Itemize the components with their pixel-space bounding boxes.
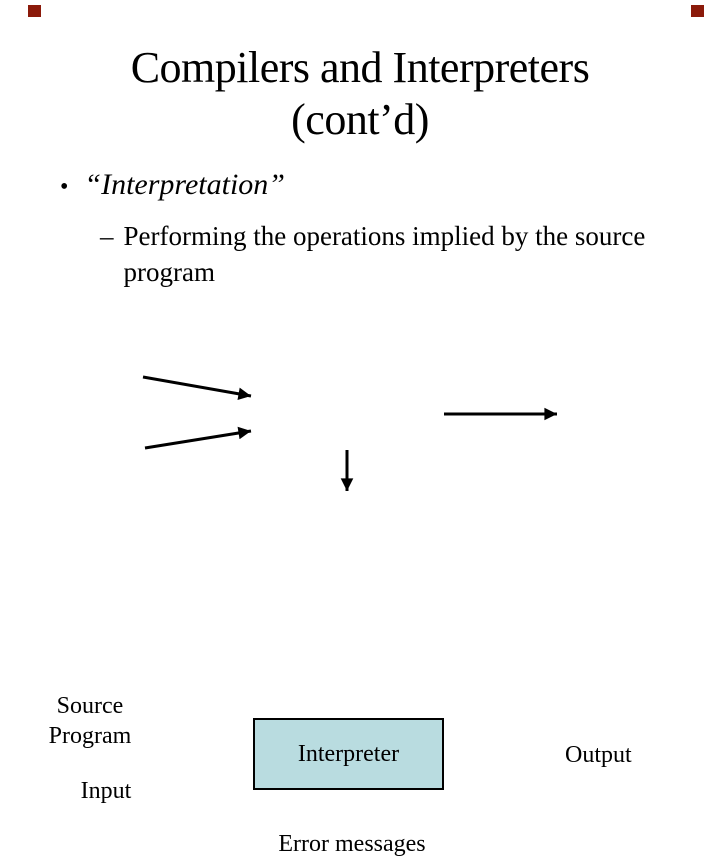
slide-title-line-1: Compilers and Interpreters (130, 43, 590, 92)
arrow-input-to-interpreter (144, 426, 252, 450)
bullet-text: “Interpretation” (84, 168, 285, 201)
interpreter-flow-diagram: Source Program Input Interpreter Output … (0, 340, 720, 857)
sub-bullet-text: Performing the operations implied by the… (124, 219, 646, 291)
sub-bullet-item: – Performing the operations implied by t… (100, 219, 645, 291)
bullet-item: • “Interpretation” (60, 168, 285, 202)
label-input: Input (80, 778, 132, 804)
dash-icon: – (100, 221, 114, 251)
corner-marker-left (28, 5, 41, 17)
slide-title: Compilers and Interpreters (cont’d) (0, 42, 720, 146)
sub-bullet-line-2: program (123, 256, 215, 287)
label-interpreter: Interpreter (297, 740, 400, 767)
label-source-program: Source Program (48, 693, 132, 749)
diagram-arrows (142, 375, 557, 491)
interpreter-box: Interpreter (253, 718, 444, 790)
bullet-icon: • (60, 174, 69, 200)
corner-marker-right (691, 5, 704, 17)
slide-title-line-2: (cont’d) (291, 94, 429, 144)
arrow-source-to-interpreter (142, 375, 252, 401)
sub-bullet-line-1: Performing the operations implied by the… (123, 221, 646, 251)
label-error-messages: Error messages (278, 831, 426, 857)
presentation-slide: Compilers and Interpreters (cont’d) • “I… (0, 5, 720, 857)
label-output: Output (565, 742, 632, 768)
